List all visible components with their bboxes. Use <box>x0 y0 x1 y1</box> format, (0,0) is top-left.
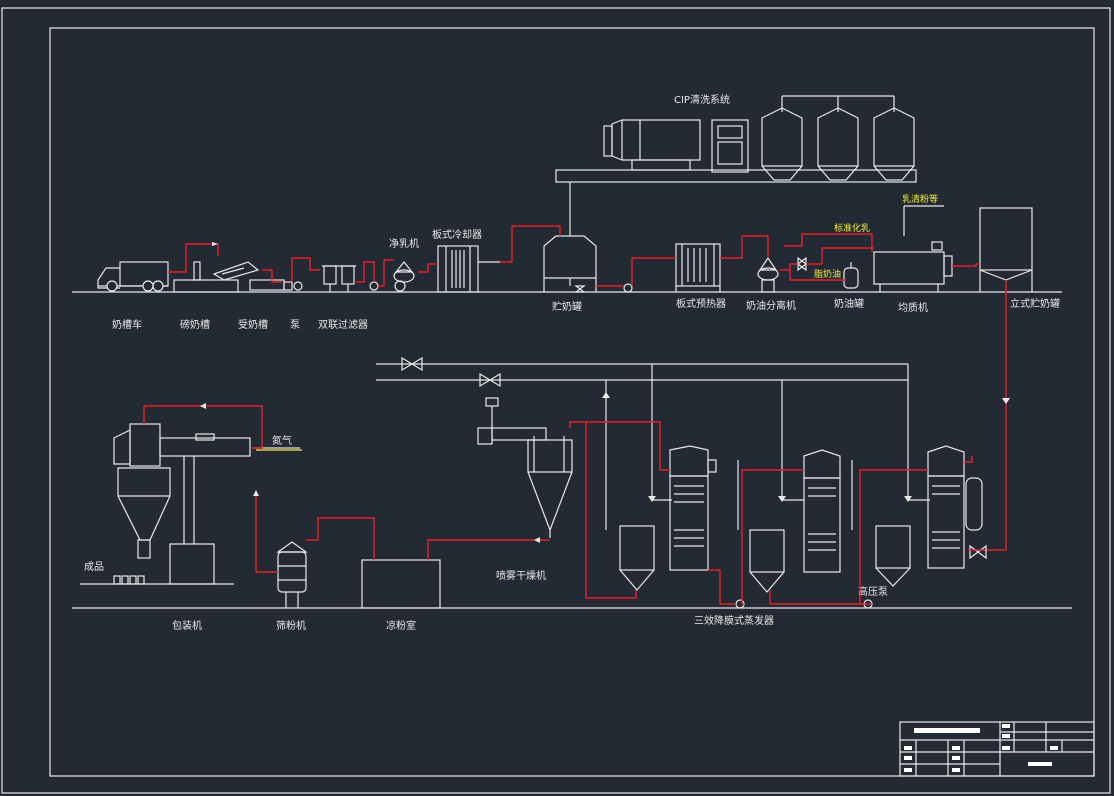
upper-flow-lines <box>168 225 1007 551</box>
duplex-filter-label: 双联过滤器 <box>318 318 368 331</box>
steam-valve-2 <box>479 372 501 388</box>
product-label: 成品 <box>84 561 104 573</box>
cip-label: CIP清洗系统 <box>674 93 730 106</box>
whey-powder-label: 乳清粉等 <box>902 193 938 205</box>
spray-dryer-label: 喷雾干燥机 <box>496 569 546 582</box>
lower-flow-lines <box>143 405 550 573</box>
outer-frame <box>1 7 1111 794</box>
skim-cream-label: 脂奶油 <box>814 268 841 280</box>
cream-tank-label: 奶油罐 <box>834 297 864 310</box>
evaporator-label: 三效降膜式蒸发器 <box>694 614 774 627</box>
cream-tank <box>843 262 859 289</box>
cip-system <box>555 95 917 236</box>
transfer-pump <box>623 283 633 293</box>
nitrogen-label: 氮气 <box>272 434 292 447</box>
evaporator-effect-3 <box>875 445 987 587</box>
flow-arrows <box>200 242 1010 543</box>
title-block <box>899 721 1095 777</box>
evaporator-effect-2 <box>749 449 841 593</box>
cooling-room-label: 凉粉室 <box>386 619 416 632</box>
milk-tanker <box>97 261 169 292</box>
homogenizer <box>873 241 953 292</box>
sifter-label: 筛粉机 <box>276 619 306 632</box>
plate-preheater <box>675 243 721 292</box>
packaging-machine <box>80 423 300 585</box>
vertical-storage-tank <box>979 207 1033 292</box>
feed-valve <box>969 544 987 560</box>
packaging-label: 包装机 <box>172 619 202 632</box>
cream-separator <box>757 256 779 293</box>
milk-tanker-label: 奶槽车 <box>112 318 142 331</box>
high-pressure-pump-label: 高压泵 <box>858 585 888 598</box>
duplex-filter <box>322 265 379 292</box>
preheater-column <box>965 477 983 531</box>
cream-separator-label: 奶油分离机 <box>746 299 796 312</box>
clarifier-label: 净乳机 <box>389 237 419 250</box>
standardization-label: 标准化乳 <box>834 222 870 234</box>
plate-cooler-label: 板式冷却器 <box>432 228 482 241</box>
storage-tank <box>543 235 597 293</box>
three-way-valve <box>797 256 807 272</box>
weigh-tank-label: 磅奶槽 <box>180 318 210 331</box>
steam-lines <box>376 356 930 530</box>
homogenizer-label: 均质机 <box>898 301 928 314</box>
sifter <box>276 541 308 608</box>
evaporator-effect-1 <box>619 445 717 591</box>
receive-tank <box>249 279 303 291</box>
clarifier <box>393 261 415 292</box>
storage-tank-label: 贮奶罐 <box>552 300 582 313</box>
spray-dryer <box>477 397 573 538</box>
pump-label: 泵 <box>290 319 300 331</box>
plate-cooler <box>437 245 500 293</box>
steam-valve-1 <box>401 356 423 372</box>
receive-tank-label: 受奶槽 <box>238 318 268 331</box>
inner-frame <box>49 27 1095 777</box>
weigh-tank <box>173 261 260 293</box>
plate-preheater-label: 板式预热器 <box>676 297 726 310</box>
cooling-room <box>361 559 441 609</box>
evaporator-flow-lines <box>569 421 982 605</box>
vertical-tank-label: 立式贮奶罐 <box>1010 297 1060 310</box>
